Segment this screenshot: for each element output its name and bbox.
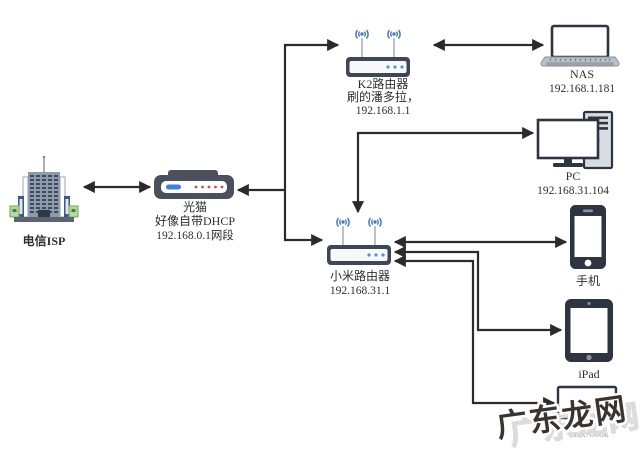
watermark: 广东龙网 广东龙网 xyxy=(492,389,640,452)
k2-firmware: 刷的潘多拉， xyxy=(347,89,419,104)
k2-router-icon xyxy=(345,29,411,78)
link-xiaomi-pc xyxy=(351,126,535,214)
xiaomi-name: 小米路由器 xyxy=(330,268,390,283)
modem-name: 光猫 xyxy=(183,200,207,214)
link-xiaomi-ipad xyxy=(393,245,563,337)
ipad-label: iPad xyxy=(578,367,599,381)
link-branch-to-k2 xyxy=(283,38,340,190)
k2-ip: 192.168.1.1 xyxy=(356,105,411,117)
pc-ip: 192.168.31.104 xyxy=(537,185,609,197)
isp-label: 电信ISP xyxy=(23,233,66,248)
xiaomi-router-icon xyxy=(326,217,392,266)
mac-icon xyxy=(556,385,618,428)
phone-label: 手机 xyxy=(576,274,600,288)
link-xiaomi-mac xyxy=(393,254,556,410)
modem-subnet: 192.168.0.1网段 xyxy=(156,228,234,242)
nas-laptop-icon xyxy=(540,24,620,67)
modem-icon xyxy=(154,170,234,199)
modem-note: 好像自带DHCP xyxy=(155,214,235,228)
pc-icon xyxy=(536,110,614,170)
k2-name: K2路由器 xyxy=(358,76,409,91)
isp-building-icon xyxy=(9,155,79,222)
phone-icon xyxy=(570,205,606,269)
xiaomi-ip: 192.168.31.1 xyxy=(330,285,391,297)
connections xyxy=(82,38,568,410)
nas-name: NAS xyxy=(570,67,594,81)
pc-name: PC xyxy=(566,169,581,183)
ipad-icon xyxy=(565,299,613,362)
mac-label: mac book xyxy=(571,430,608,440)
link-branch-to-xiaomi xyxy=(283,190,324,247)
nas-ip: 192.168.1.181 xyxy=(549,83,615,95)
